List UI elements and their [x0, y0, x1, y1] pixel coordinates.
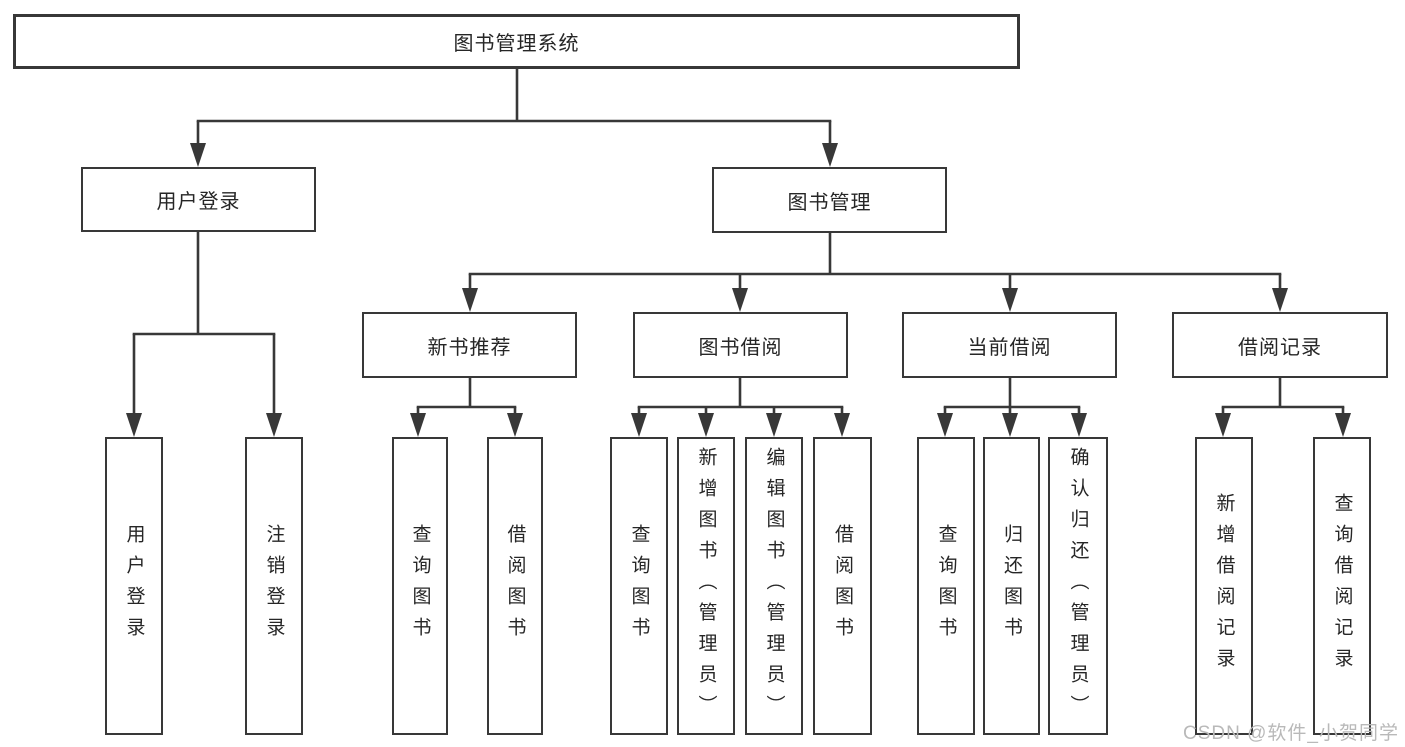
leaf-logout: 注销登录 [245, 437, 303, 735]
node-label: 新书推荐 [427, 336, 512, 359]
leaf-label: 归还图书 [1001, 524, 1022, 648]
leaf-label: 查询借阅记录 [1331, 493, 1353, 679]
node-current-borrowing: 当前借阅 [902, 312, 1117, 378]
node-label: 当前借阅 [967, 336, 1052, 359]
leaf-query-books-borrow: 查询图书 [610, 437, 668, 735]
leaf-label: 编辑图书（管理员） [763, 446, 785, 726]
node-label: 用户登录 [156, 191, 241, 213]
leaf-label: 注销登录 [263, 524, 285, 648]
node-library-management-system: 图书管理系统 [13, 14, 1020, 69]
leaf-label: 新增借阅记录 [1213, 493, 1235, 679]
leaf-label: 确认归还（管理员） [1067, 446, 1089, 726]
watermark: CSDN @软件_小贺同学 [1183, 723, 1399, 744]
leaf-confirm-return-admin: 确认归还（管理员） [1048, 437, 1108, 735]
node-label: 图书管理系统 [453, 33, 580, 55]
node-book-borrowing: 图书借阅 [633, 312, 848, 378]
leaf-add-borrow-record: 新增借阅记录 [1195, 437, 1253, 735]
leaf-return-book: 归还图书 [983, 437, 1040, 735]
leaf-label: 借阅图书 [832, 524, 853, 648]
leaf-borrow-books-recommend: 借阅图书 [487, 437, 543, 735]
leaf-edit-book-admin: 编辑图书（管理员） [745, 437, 803, 735]
node-label: 图书管理 [787, 191, 872, 214]
leaf-label: 用户登录 [123, 524, 145, 648]
leaf-query-books-current: 查询图书 [917, 437, 975, 735]
leaf-label: 查询图书 [935, 524, 957, 648]
node-book-management: 图书管理 [712, 167, 947, 233]
leaf-label: 查询图书 [409, 524, 431, 648]
leaf-borrow-books: 借阅图书 [813, 437, 872, 735]
node-new-book-recommendation: 新书推荐 [362, 312, 577, 378]
node-label: 图书借阅 [698, 336, 783, 359]
node-borrowing-records: 借阅记录 [1172, 312, 1388, 378]
leaf-label: 查询图书 [628, 524, 650, 648]
leaf-user-login: 用户登录 [105, 437, 163, 735]
node-user-login: 用户登录 [81, 167, 316, 232]
leaf-label: 新增图书（管理员） [695, 446, 717, 726]
leaf-query-books-recommend: 查询图书 [392, 437, 448, 735]
node-label: 借阅记录 [1238, 336, 1322, 359]
leaf-query-borrow-record: 查询借阅记录 [1313, 437, 1371, 735]
leaf-add-book-admin: 新增图书（管理员） [677, 437, 735, 735]
leaf-label: 借阅图书 [504, 524, 526, 648]
